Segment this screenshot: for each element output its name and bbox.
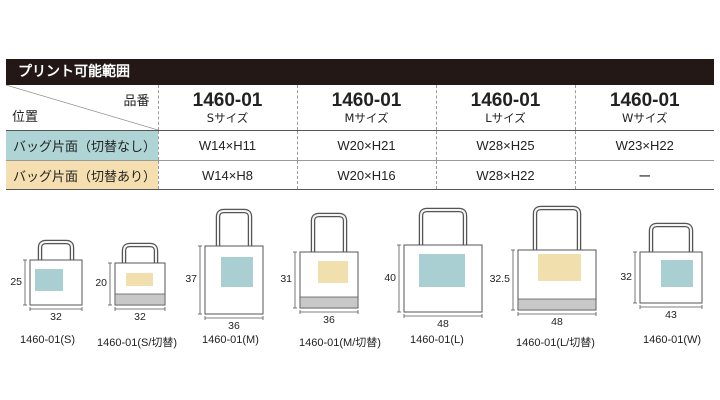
model-size: Wサイズ — [621, 110, 668, 125]
bag-body — [517, 249, 597, 311]
table-row-no-switch: バッグ片面（切替なし） W14×H11 W20×H21 W28×H25 W23×… — [6, 130, 714, 161]
width-label: 43 — [665, 309, 677, 321]
table-header-row: 品番 位置 1460-01 Sサイズ 1460-01 Mサイズ 1460-01 … — [6, 85, 714, 131]
height-label: 25 — [10, 275, 22, 288]
bag-handle-inner — [123, 244, 157, 265]
corner-label-position: 位置 — [12, 110, 39, 125]
height-label: 37 — [185, 273, 197, 285]
row-label-no-switch: バッグ片面（切替なし） — [6, 130, 158, 161]
bag-caption: 1460-01(S/切替) — [97, 337, 178, 349]
print-area — [221, 257, 253, 287]
bag-handle — [215, 208, 253, 248]
width-label: 36 — [323, 314, 335, 326]
bag-caption: 1460-01(W) — [643, 334, 702, 346]
table-cell: W20×H16 — [296, 160, 436, 190]
column-header-m: 1460-01 Mサイズ — [296, 85, 436, 131]
column-header-l: 1460-01 Lサイズ — [435, 85, 575, 131]
print-area — [661, 260, 693, 287]
bag-handle — [310, 212, 348, 254]
bag-handle-inner — [650, 224, 692, 254]
print-area — [538, 254, 581, 281]
model-number: 1460-01 — [331, 89, 402, 111]
model-size: Mサイズ — [344, 110, 389, 125]
section-title: プリント可能範囲 — [6, 59, 714, 85]
height-label: 32.5 — [489, 273, 510, 285]
width-label: 36 — [228, 320, 240, 332]
bag-handle-inner — [217, 210, 251, 248]
table-cell: W14×H11 — [157, 130, 297, 161]
bag-body — [639, 251, 703, 304]
bag-caption: 1460-01(L/切替) — [516, 337, 595, 349]
print-area-table: 品番 位置 1460-01 Sサイズ 1460-01 Mサイズ 1460-01 … — [6, 85, 714, 190]
bag-handle-inner — [312, 214, 346, 254]
print-area — [419, 254, 465, 287]
bag-caption: 1460-01(L) — [410, 334, 464, 346]
bag-handle — [37, 239, 75, 262]
height-label: 20 — [95, 277, 107, 289]
bag-caption: 1460-01(M) — [202, 334, 259, 346]
table-cell: W20×H21 — [296, 130, 436, 161]
bag-body — [29, 259, 83, 306]
model-number: 1460-01 — [470, 89, 541, 111]
bag-body — [403, 244, 483, 313]
table-cell: ー — [574, 160, 714, 190]
model-number: 1460-01 — [609, 89, 680, 111]
bag-bottom-switch — [517, 298, 597, 311]
bag-handle — [648, 222, 694, 254]
bag-handle — [121, 242, 159, 265]
corner-label-model: 品番 — [123, 94, 150, 109]
height-label: 31 — [280, 273, 292, 285]
print-area — [318, 261, 348, 283]
row-label-with-switch: バッグ片面（切替あり） — [6, 160, 158, 190]
print-area — [126, 273, 153, 286]
bag-handle — [418, 207, 468, 247]
table-corner-cell: 品番 位置 — [6, 85, 158, 131]
height-label: 32 — [620, 270, 632, 283]
bag-body — [299, 251, 359, 309]
bag-handle-inner — [39, 241, 73, 262]
height-label: 40 — [384, 271, 396, 284]
bag-body — [114, 262, 166, 306]
print-area — [35, 269, 63, 291]
table-cell: W14×H8 — [157, 160, 297, 190]
bag-caption: 1460-01(M/切替) — [299, 337, 381, 349]
table-row-with-switch: バッグ片面（切替あり） W14×H8 W20×H16 W28×H22 ー — [6, 160, 714, 190]
model-size: Sサイズ — [206, 110, 249, 125]
bag-body — [204, 245, 264, 315]
width-label: 48 — [551, 316, 563, 328]
bag-handle — [532, 205, 582, 252]
bag-handle-inner — [420, 209, 466, 247]
table-cell: W28×H22 — [435, 160, 575, 190]
width-label: 32 — [134, 311, 146, 323]
width-label: 32 — [50, 311, 62, 323]
model-number: 1460-01 — [192, 89, 263, 111]
width-label: 48 — [437, 318, 449, 330]
bag-bottom-switch — [114, 293, 166, 306]
column-header-w: 1460-01 Wサイズ — [574, 85, 714, 131]
model-size: Lサイズ — [485, 110, 526, 125]
table-cell: W23×H22 — [574, 130, 714, 161]
table-cell: W28×H25 — [435, 130, 575, 161]
bag-caption: 1460-01(S) — [20, 334, 76, 346]
bag-handle-inner — [534, 207, 580, 252]
bag-bottom-switch — [299, 296, 359, 309]
column-header-s: 1460-01 Sサイズ — [157, 85, 297, 131]
